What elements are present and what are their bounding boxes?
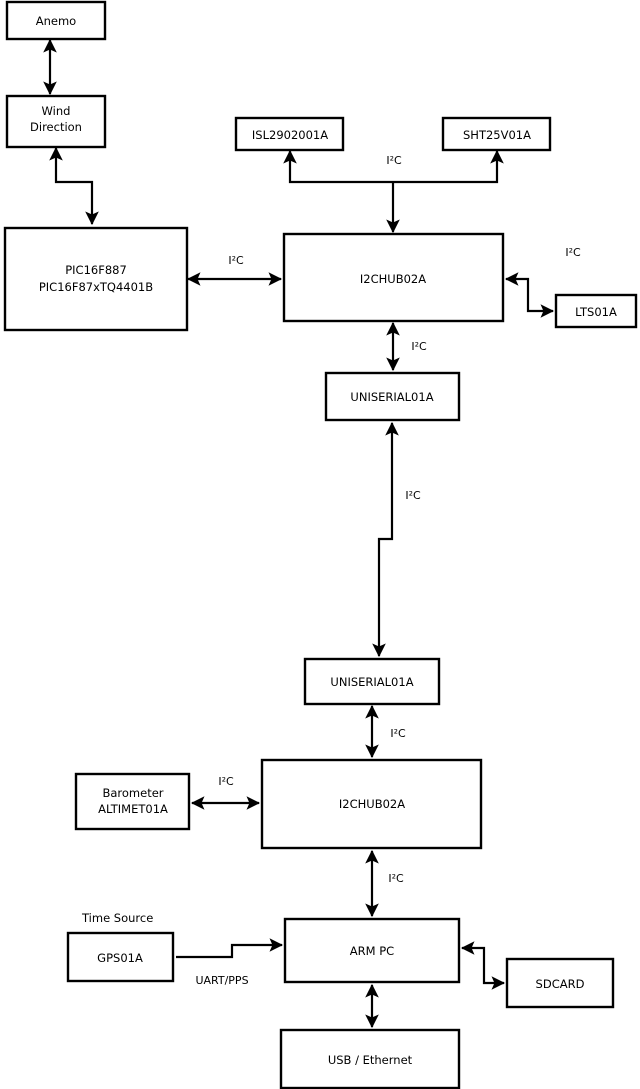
node-usb-ethernet[interactable]: USB / Ethernet [279, 1028, 461, 1089]
node-arm-pc[interactable]: ARM PC [283, 917, 461, 984]
connector-armpc-sdcard [460, 941, 506, 990]
node-i2chub02a-top[interactable]: I2CHUB02A [282, 232, 505, 323]
edge-label-i2c-sensors-top: I²C [386, 154, 402, 167]
edge-label-i2c-pic-hub: I²C [228, 254, 244, 267]
node-arm-pc-label: ARM PC [350, 944, 394, 958]
node-isl2902001a[interactable]: ISL2902001A [234, 116, 345, 152]
node-barometer[interactable]: Barometer ALTIMET01A [74, 772, 191, 831]
node-i2chub02a-top-label: I2CHUB02A [360, 272, 426, 286]
node-wind-direction-label-line2: Direction [30, 120, 82, 134]
node-anemo-label: Anemo [36, 14, 76, 28]
node-lts01a[interactable]: LTS01A [554, 293, 638, 329]
node-isl2902001a-label: ISL2902001A [252, 128, 328, 142]
node-anemo[interactable]: Anemo [5, 0, 107, 41]
edge-label-uart-pps: UART/PPS [195, 974, 248, 987]
node-sdcard[interactable]: SDCARD [505, 957, 615, 1009]
node-i2chub02a-bottom[interactable]: I2CHUB02A [260, 758, 483, 850]
edge-label-i2c-hub2-arm: I²C [388, 872, 404, 885]
node-i2chub02a-bottom-label: I2CHUB02A [339, 797, 405, 811]
node-sht25v01a-label: SHT25V01A [463, 128, 531, 142]
caption-time-source: Time Source [81, 911, 153, 925]
node-gps01a[interactable]: GPS01A [66, 931, 175, 983]
node-lts01a-label: LTS01A [575, 305, 617, 319]
connector-gps-armpc [176, 938, 284, 959]
node-sht25v01a[interactable]: SHT25V01A [441, 116, 552, 152]
node-wind-direction[interactable]: Wind Direction [5, 94, 107, 149]
node-barometer-label-line2: ALTIMET01A [98, 802, 168, 816]
node-pic-mcu-label-line2: PIC16F87xTQ4401B [39, 280, 153, 294]
node-uniserial01a-bottom[interactable]: UNISERIAL01A [303, 657, 441, 706]
connector-winddirection-pic [49, 146, 99, 226]
connector-hubtop-lts [504, 272, 555, 318]
node-gps01a-label: GPS01A [97, 951, 143, 965]
node-sdcard-label: SDCARD [536, 977, 585, 991]
node-wind-direction-label-line1: Wind [42, 104, 71, 118]
connector-hubtop-isl [283, 149, 393, 184]
node-pic-mcu-label-line1: PIC16F887 [65, 263, 127, 277]
node-uniserial01a-top-label: UNISERIAL01A [350, 390, 433, 404]
connector-uniserial-link [372, 421, 399, 658]
edge-label-i2c-uniserial-hub2: I²C [390, 727, 406, 740]
edge-label-i2c-uniserial-link: I²C [405, 489, 421, 502]
node-barometer-label-line1: Barometer [102, 786, 163, 800]
edge-label-i2c-hub-uniserial: I²C [411, 340, 427, 353]
node-pic-mcu[interactable]: PIC16F887 PIC16F87xTQ4401B [3, 226, 189, 332]
node-usb-ethernet-label: USB / Ethernet [328, 1053, 413, 1067]
node-uniserial01a-top[interactable]: UNISERIAL01A [324, 371, 461, 422]
edge-label-i2c-barometer: I²C [218, 775, 234, 788]
connector-hubtop-sht [393, 149, 504, 184]
edge-label-i2c-hub-lts: I²C [565, 246, 581, 259]
node-uniserial01a-bottom-label: UNISERIAL01A [330, 675, 413, 689]
